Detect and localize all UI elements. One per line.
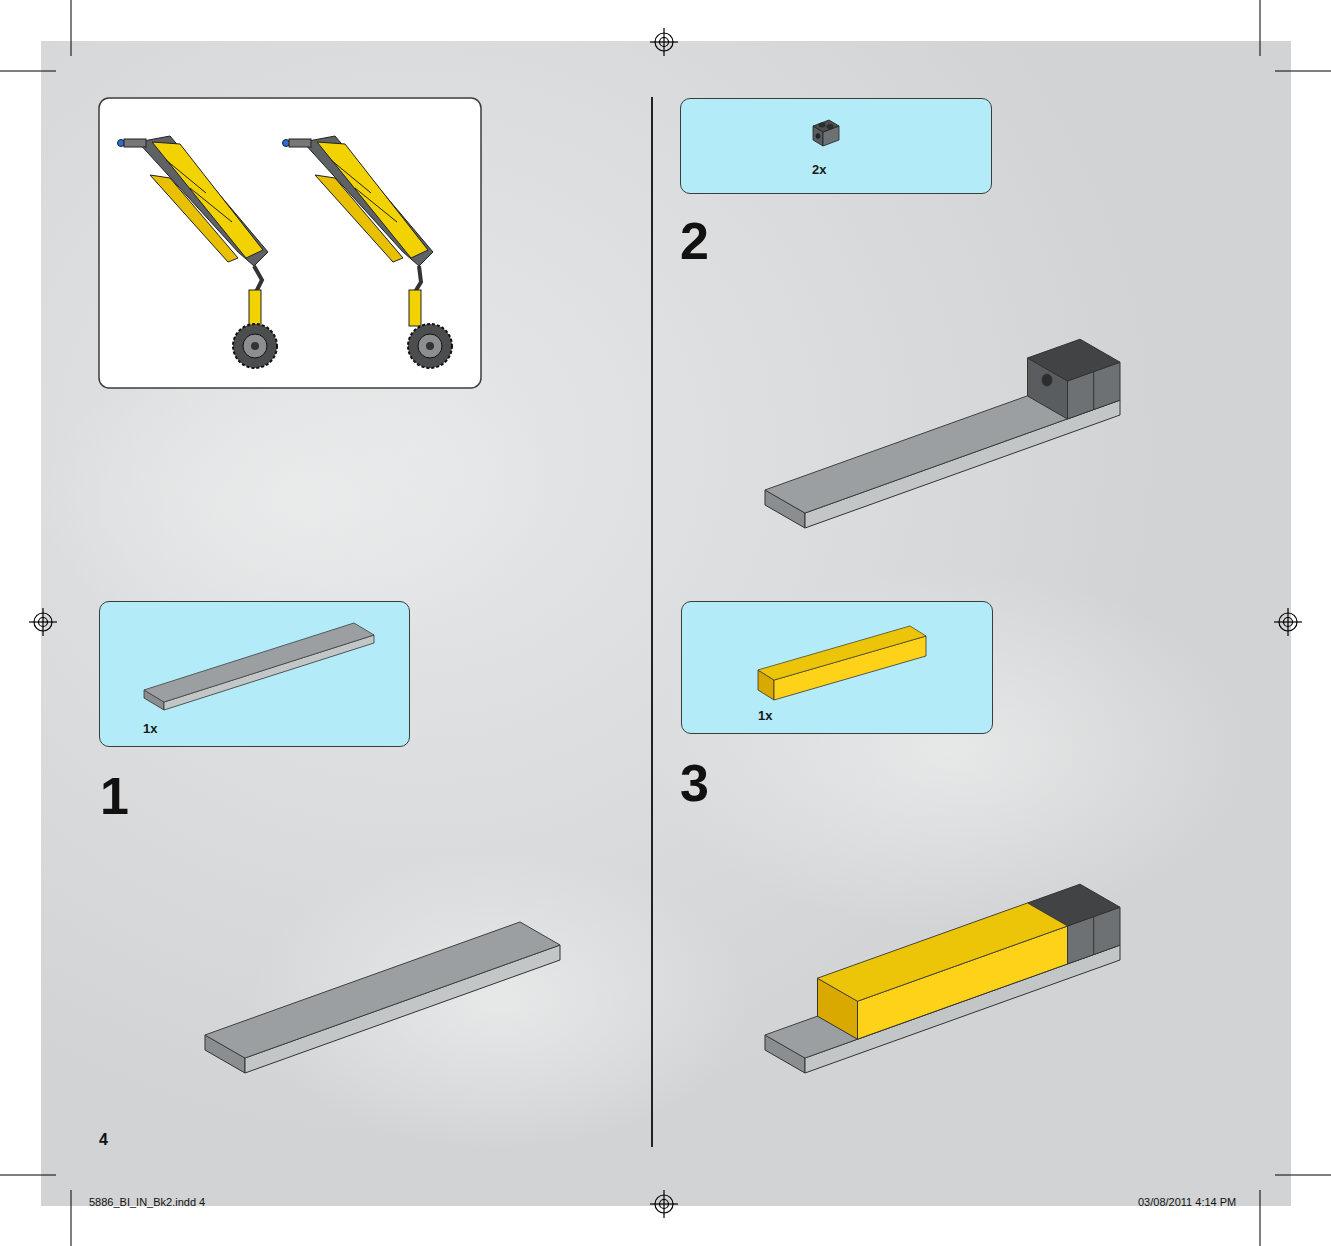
file-slug: 5886_BI_IN_Bk2.indd 4 (89, 1197, 205, 1208)
step-1-model (205, 922, 560, 1073)
step-2-model (765, 339, 1120, 528)
parts-callout: 2x (680, 98, 992, 194)
finished-model (118, 136, 453, 368)
registration-marks (29, 28, 1302, 1218)
parts-callout: 1x (99, 601, 410, 747)
step-number: 1 (100, 770, 129, 822)
part-technic-brick (681, 99, 993, 195)
overview-box (99, 98, 481, 388)
step-3-model (765, 884, 1120, 1073)
page-divider (651, 97, 653, 1147)
page-number: 4 (99, 1132, 108, 1148)
step-number: 2 (680, 215, 709, 267)
part-quantity: 1x (758, 709, 772, 722)
page-ground (41, 41, 1291, 1206)
part-brick-2x8 (682, 602, 994, 735)
part-quantity: 2x (812, 163, 826, 176)
part-quantity: 1x (143, 722, 157, 735)
texture (650, 570, 1250, 930)
print-date: 03/08/2011 4:14 PM (1138, 1197, 1236, 1208)
parts-callout: 1x (681, 601, 993, 734)
step-number: 3 (680, 757, 709, 809)
